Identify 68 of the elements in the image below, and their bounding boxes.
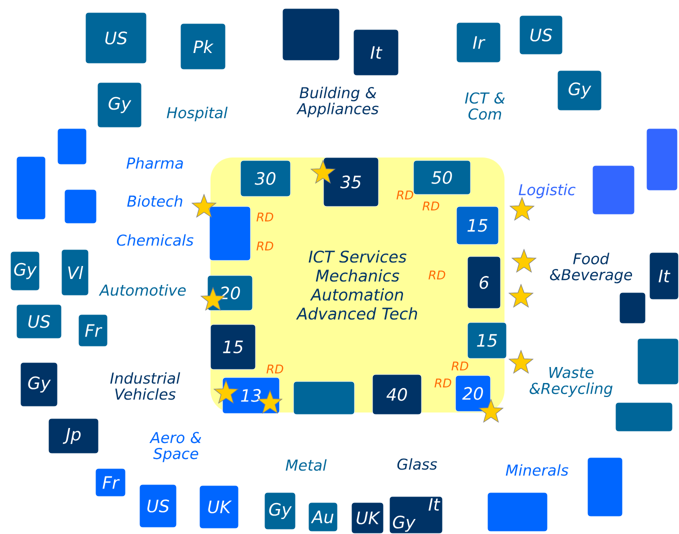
box (282, 8, 340, 61)
sector-label: Waste &Recycling (530, 366, 612, 398)
sector-label: Building & Appliances (296, 86, 379, 118)
sector-label: Logistic (518, 184, 576, 198)
country-box: 50 (413, 160, 471, 195)
country-box: 35 (323, 157, 379, 207)
country-box: Gy (10, 251, 40, 291)
box (487, 492, 548, 532)
country-box: Fr (78, 314, 108, 347)
country-box (389, 496, 443, 534)
box (592, 165, 635, 215)
country-box: Gy (557, 70, 602, 111)
country-box: Ir (456, 22, 501, 63)
box (57, 128, 87, 165)
country-box: Vl (61, 249, 89, 296)
country-box: 30 (240, 160, 291, 197)
box (293, 381, 355, 415)
country-code: Gy (392, 516, 416, 532)
box (587, 457, 623, 517)
rd-label: RD (452, 362, 468, 370)
country-box: It (353, 29, 399, 76)
country-box: US (519, 15, 563, 55)
country-box: UK (351, 502, 384, 534)
rd-label: RD (428, 270, 446, 280)
box (16, 156, 46, 220)
sector-label: Minerals (506, 464, 568, 476)
sector-label: Food &Beverage (550, 252, 632, 284)
box (64, 189, 97, 224)
country-box: US (85, 12, 147, 64)
country-box: 15 (467, 322, 507, 359)
box (619, 292, 646, 324)
country-box: Fr (95, 468, 126, 497)
sector-label: Automotive (98, 284, 186, 296)
box (637, 338, 679, 385)
sector-label: ICT & Com (465, 92, 505, 120)
sector-label: Chemicals (116, 234, 194, 246)
country-box: Jp (48, 418, 99, 454)
country-box: US (16, 304, 62, 339)
country-box: It (649, 252, 679, 300)
sector-label: Metal (286, 459, 327, 471)
country-box: Gy (97, 82, 142, 128)
sector-label: Glass (397, 458, 437, 470)
sector-label: Aero & Space (149, 432, 202, 462)
country-box: Pk (180, 23, 226, 70)
rd-label: RD (422, 202, 440, 210)
country-box: Gy (20, 362, 58, 407)
country-box: 6 (467, 256, 501, 309)
sector-label: Pharma (126, 157, 183, 169)
country-code: It (428, 498, 440, 511)
rd-label: RD (434, 378, 452, 388)
country-box: Au (308, 502, 338, 532)
sector-label: Industrial Vehicles (110, 372, 180, 400)
box (646, 128, 678, 191)
sector-label: Biotech (127, 195, 182, 207)
country-box: 40 (372, 374, 422, 415)
country-box: US (139, 484, 177, 528)
country-box: Gy (264, 492, 296, 530)
rd-label: RD (256, 242, 274, 250)
rd-label: RD (396, 190, 414, 200)
country-box: 15 (456, 206, 499, 245)
sector-label: Hospital (166, 106, 228, 122)
country-box: 15 (210, 324, 256, 370)
country-box: UK (199, 485, 239, 529)
box (615, 402, 673, 432)
box (209, 206, 251, 261)
rd-label: RD (266, 364, 284, 374)
country-box: 20 (455, 375, 491, 412)
rd-label: RD (256, 212, 274, 222)
